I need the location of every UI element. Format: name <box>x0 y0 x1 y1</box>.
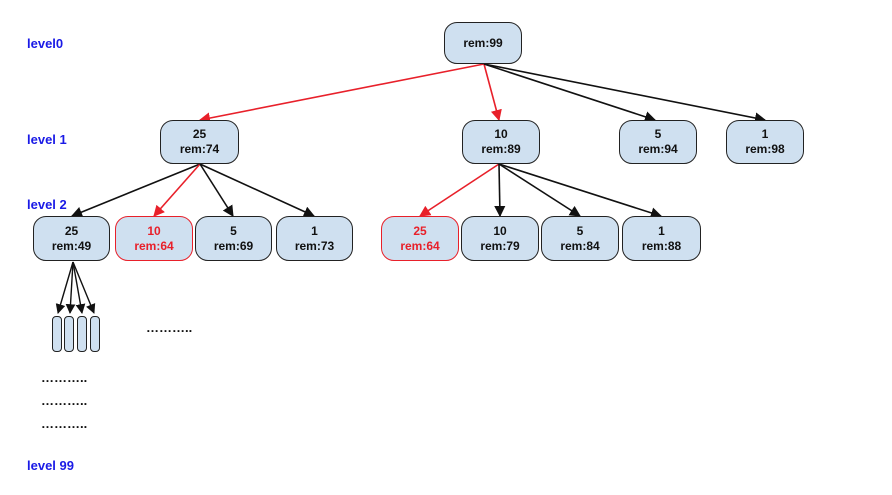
edge-49-to-leaf4 <box>72 261 96 314</box>
level-label-1: level 1 <box>27 132 67 147</box>
ellipsis-row-1: ……….. <box>41 370 88 385</box>
node-value: 10 <box>493 223 507 238</box>
edge-10-to-10 <box>494 163 506 218</box>
tree-node-l2-25-rem64: 25 rem:64 <box>381 216 459 261</box>
edge-root-to-5 <box>483 63 657 123</box>
edge-root-to-1 <box>483 63 767 124</box>
node-value: 10 <box>494 127 508 141</box>
edge-49-to-leaf2 <box>65 261 76 314</box>
node-value: 1 <box>658 223 665 238</box>
tree-leaf-node <box>77 316 87 352</box>
tree-node-l1-25: 25 rem:74 <box>160 120 239 164</box>
edge-root-to-25 <box>198 63 485 124</box>
edge-root-to-10 <box>483 63 502 122</box>
node-rem: rem:94 <box>638 142 678 156</box>
edge-49-to-leaf3 <box>72 261 86 314</box>
edge-10-to-25 <box>419 163 500 217</box>
node-value: 1 <box>311 223 318 238</box>
edge-25-to-1 <box>199 163 316 217</box>
level-label-0: level0 <box>27 36 64 51</box>
node-rem: rem:79 <box>480 238 520 253</box>
tree-node-l2-10-rem79: 10 rem:79 <box>461 216 539 261</box>
node-rem: rem:69 <box>213 238 254 253</box>
ellipsis-row-2: ……….. <box>41 393 88 408</box>
tree-node-l2-1-rem88: 1 rem:88 <box>622 216 701 261</box>
node-value: 25 <box>413 223 427 238</box>
node-rem: rem:49 <box>51 238 92 253</box>
edge-25-to-5 <box>199 163 234 217</box>
node-rem: rem:99 <box>463 35 503 50</box>
node-value: 25 <box>64 223 79 238</box>
node-value: 10 <box>147 223 161 238</box>
ellipsis-row-3: ……….. <box>41 416 88 431</box>
node-value: 5 <box>654 127 662 141</box>
ellipsis-side: ……….. <box>146 320 193 335</box>
tree-node-l1-10: 10 rem:89 <box>462 120 540 164</box>
edge-25-to-25 <box>70 163 201 218</box>
node-rem: rem:89 <box>481 142 521 156</box>
edge-10-to-5 <box>498 163 581 217</box>
node-value: 5 <box>230 223 237 238</box>
tree-leaf-node <box>90 316 100 352</box>
tree-leaf-node <box>64 316 74 352</box>
edge-25-to-10 <box>153 163 201 217</box>
node-rem: rem:74 <box>179 142 220 156</box>
tree-node-l2-25-rem49: 25 rem:49 <box>33 216 110 261</box>
node-value: 25 <box>192 127 207 141</box>
node-rem: rem:73 <box>294 238 335 253</box>
tree-node-l2-10-rem64: 10 rem:64 <box>115 216 193 261</box>
edge-10-to-1 <box>498 163 663 219</box>
level-label-99: level 99 <box>27 458 74 473</box>
tree-leaf-node <box>52 316 62 352</box>
node-rem: rem:64 <box>134 238 174 253</box>
tree-node-l2-5-rem84: 5 rem:84 <box>541 216 619 261</box>
tree-node-l1-1: 1 rem:98 <box>726 120 804 164</box>
tree-node-l1-5: 5 rem:94 <box>619 120 697 164</box>
node-rem: rem:84 <box>560 238 600 253</box>
tree-node-root: rem:99 <box>444 22 522 64</box>
node-rem: rem:98 <box>745 142 785 156</box>
node-value: 1 <box>761 127 769 141</box>
tree-node-l2-1-rem73: 1 rem:73 <box>276 216 353 261</box>
level-label-2: level 2 <box>27 197 67 212</box>
node-value: 5 <box>576 223 584 238</box>
edge-49-to-leaf1 <box>55 261 74 314</box>
tree-node-l2-5-rem69: 5 rem:69 <box>195 216 272 261</box>
node-rem: rem:64 <box>400 238 440 253</box>
node-rem: rem:88 <box>641 238 682 253</box>
